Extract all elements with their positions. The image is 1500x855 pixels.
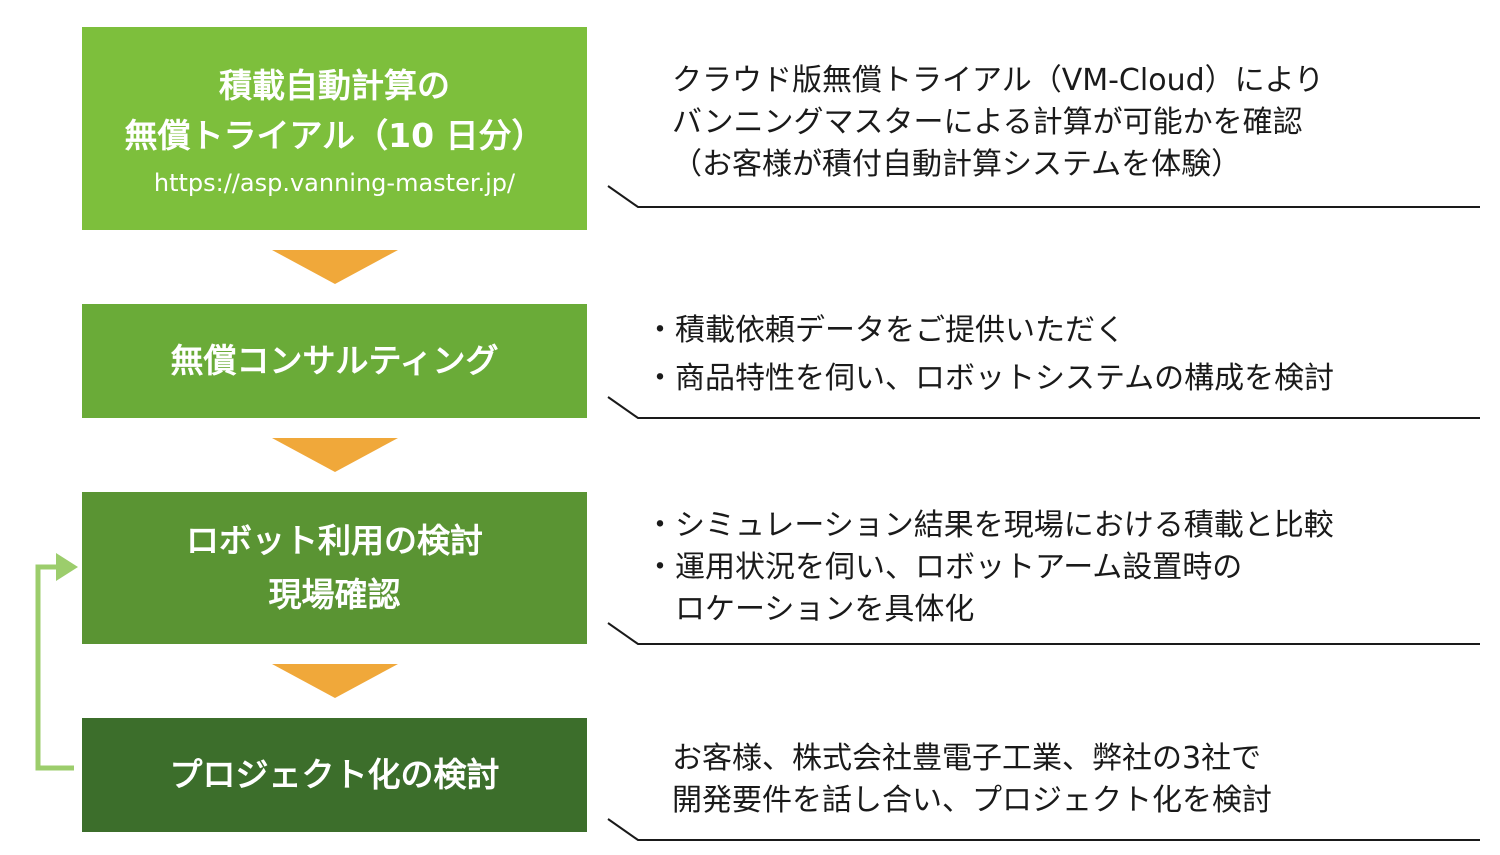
description-underline	[607, 818, 1480, 841]
step-project-box: プロジェクト化の検討	[82, 718, 587, 832]
step-consulting-title: 無償コンサルティング	[170, 341, 499, 380]
description-line: （お客様が積付自動計算システムを体験）	[672, 147, 1242, 182]
description-line: ・運用状況を伺い、ロボットアーム設置時の	[645, 550, 1243, 585]
loop-back-arrow-icon	[56, 553, 78, 581]
description-underline	[607, 396, 1480, 419]
description-line: ・商品特性を伺い、ロボットシステムの構成を検討	[645, 361, 1335, 396]
description-consulting: ・積載依頼データをご提供いただく ・商品特性を伺い、ロボットシステムの構成を検討	[645, 307, 1485, 403]
step-robot-review-box: ロボット利用の検討 現場確認	[82, 492, 587, 644]
description-underline	[607, 622, 1480, 645]
description-line: 開発要件を話し合い、プロジェクト化を検討	[672, 783, 1272, 818]
description-line: ロケーションを具体化	[645, 592, 975, 627]
description-line: お客様、株式会社豊電子工業、弊社の3社で	[672, 741, 1262, 776]
step-robot-review-title-line1: ロボット利用の検討	[186, 521, 483, 560]
description-trial: クラウド版無償トライアル（VM-Cloud）により バンニングマスターによる計算…	[672, 60, 1500, 186]
down-arrow-icon	[272, 664, 398, 698]
loop-back-arrow-line	[35, 564, 74, 771]
step-project-title: プロジェクト化の検討	[169, 755, 500, 794]
description-line: クラウド版無償トライアル（VM-Cloud）により	[672, 63, 1325, 98]
description-underline	[607, 185, 1480, 208]
step-trial-box: 積載自動計算の 無償トライアル（10 日分） https://asp.vanni…	[82, 27, 587, 230]
step-trial-title-line2: 無償トライアル（10 日分）	[124, 115, 545, 155]
description-line: ・シミュレーション結果を現場における積載と比較	[645, 508, 1334, 543]
down-arrow-icon	[272, 250, 398, 284]
description-line: ・積載依頼データをご提供いただく	[645, 313, 1125, 348]
step-consulting-box: 無償コンサルティング	[82, 304, 587, 418]
description-robot-review: ・シミュレーション結果を現場における積載と比較 ・運用状況を伺い、ロボットアーム…	[645, 505, 1485, 631]
description-project: お客様、株式会社豊電子工業、弊社の3社で 開発要件を話し合い、プロジェクト化を検…	[672, 738, 1500, 822]
step-trial-url: https://asp.vanning-master.jp/	[153, 168, 516, 197]
description-line: バンニングマスターによる計算が可能かを確認	[672, 105, 1303, 140]
step-robot-review-title-line2: 現場確認	[268, 575, 401, 614]
down-arrow-icon	[272, 438, 398, 472]
step-trial-title-line1: 積載自動計算の	[219, 65, 450, 105]
